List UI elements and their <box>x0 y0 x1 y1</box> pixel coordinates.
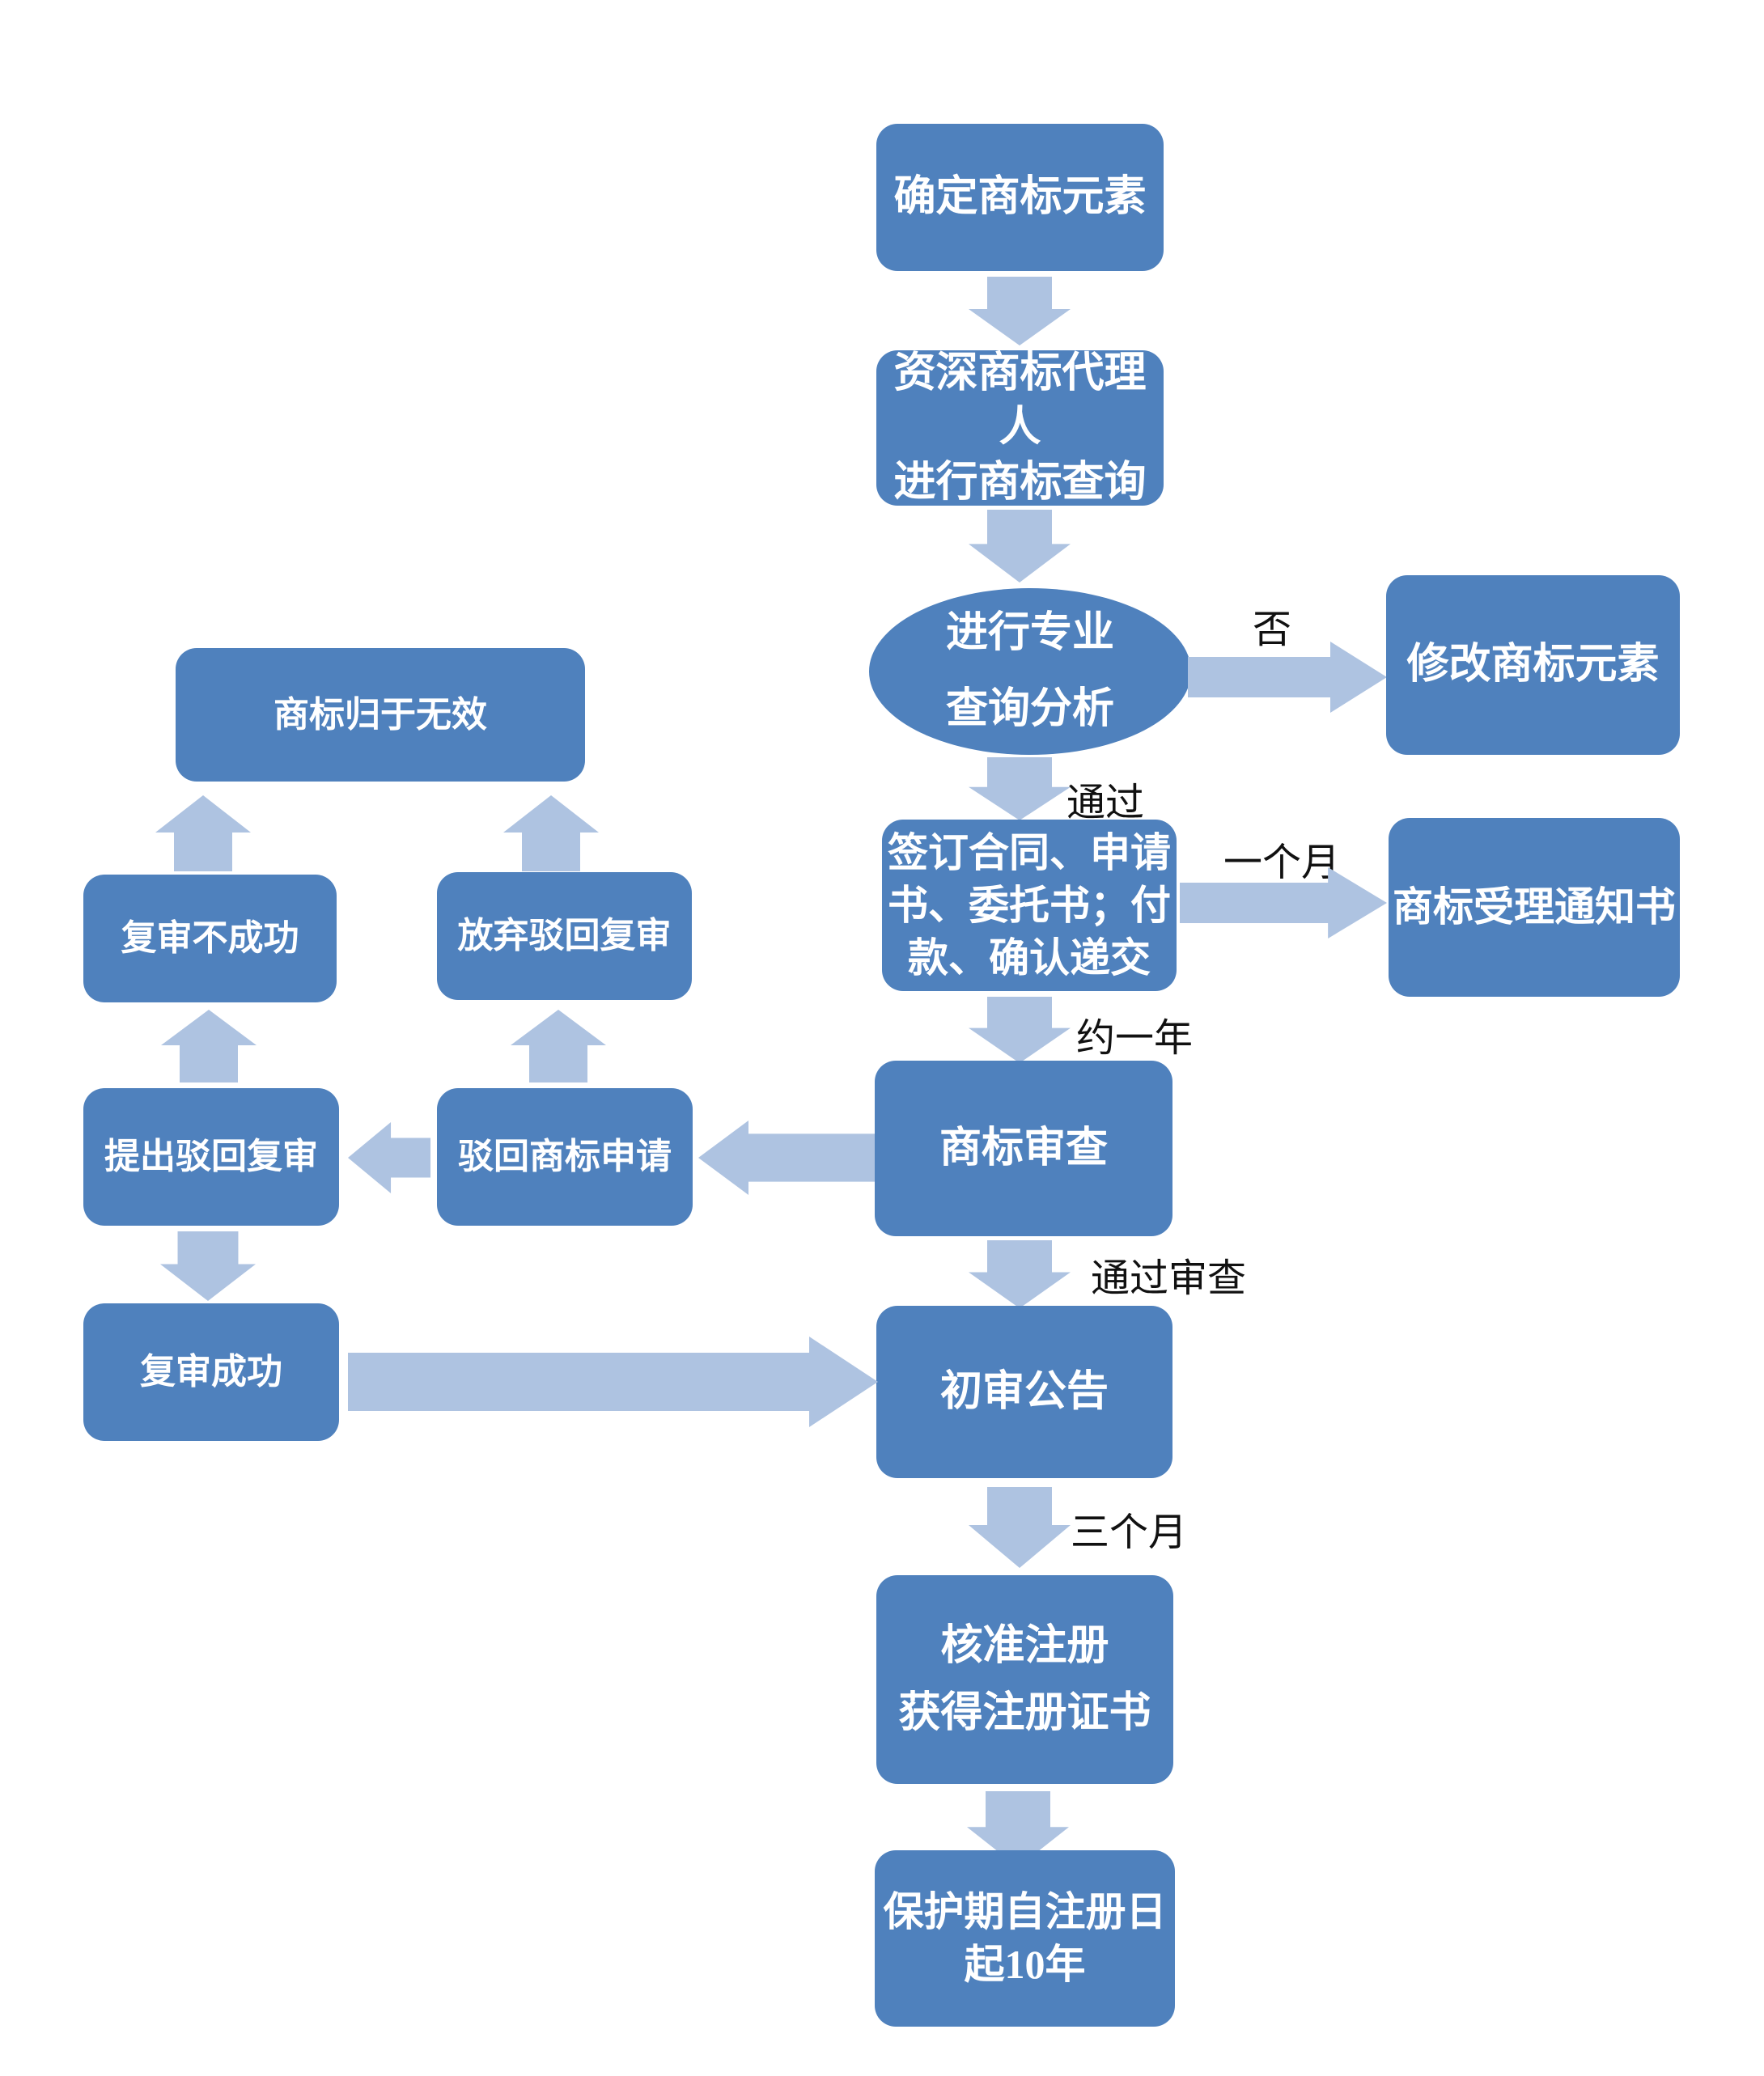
arrow-up-appeal-to-fail <box>161 1010 257 1082</box>
arrow-down-review-to-announcement <box>969 1240 1071 1308</box>
arrow-up-reject-to-abandon <box>511 1010 606 1082</box>
node-file-appeal: 提出驳回复审 <box>83 1088 339 1226</box>
node-modify-elements: 修改商标元素 <box>1386 575 1680 755</box>
node-agent-search: 资深商标代理人 进行商标查询 <box>876 350 1164 506</box>
node-approve-register: 核准注册 获得注册证书 <box>876 1575 1173 1784</box>
arrow-down-contract-to-review <box>969 997 1071 1063</box>
arrow-down-appeal-to-success <box>160 1231 256 1301</box>
node-reject-application: 驳回商标申请 <box>437 1088 693 1226</box>
arrow-down-announcement-to-approve <box>969 1487 1071 1568</box>
edge-label-no: 否 <box>1253 608 1292 651</box>
arrow-down-analysis-to-contract <box>969 757 1071 820</box>
arrow-down-define-to-agent <box>969 277 1071 345</box>
node-sign-contract: 签订合同、申请 书、委托书；付 款、确认递交 <box>882 820 1177 991</box>
node-protection-period: 保护期自注册日 起10年 <box>875 1850 1175 2027</box>
arrow-up-abandon-to-invalid <box>503 795 599 871</box>
arrow-down-agent-to-analysis <box>969 510 1071 583</box>
arrow-up-fail-to-invalid <box>155 795 251 871</box>
edge-label-three-months: 三个月 <box>1071 1511 1188 1554</box>
node-analysis-decision: 进行专业 查询分析 <box>869 588 1191 755</box>
arrow-right-analysis-to-modify <box>1188 642 1387 713</box>
arrow-right-contract-to-notice <box>1180 867 1387 938</box>
edge-label-pass: 通过 <box>1066 782 1145 824</box>
edge-label-pass-review: 通过审查 <box>1091 1257 1247 1300</box>
node-acceptance-notice: 商标受理通知书 <box>1389 818 1680 997</box>
edge-label-one-month: 一个月 <box>1223 841 1341 884</box>
arrow-left-reject-to-appeal <box>348 1122 430 1193</box>
edge-label-about-one-year: 约一年 <box>1076 1017 1194 1060</box>
node-trademark-review: 商标审查 <box>875 1061 1172 1236</box>
arrow-right-success-to-announcement <box>348 1337 878 1427</box>
node-preliminary-announcement: 初审公告 <box>876 1306 1172 1478</box>
node-invalid: 商标归于无效 <box>176 648 585 782</box>
node-review-success: 复审成功 <box>83 1303 339 1441</box>
node-abandon-appeal: 放弃驳回复审 <box>437 872 692 1000</box>
node-define-elements: 确定商标元素 <box>876 124 1164 271</box>
node-review-fail: 复审不成功 <box>83 875 337 1002</box>
arrow-left-review-to-reject <box>698 1121 875 1195</box>
